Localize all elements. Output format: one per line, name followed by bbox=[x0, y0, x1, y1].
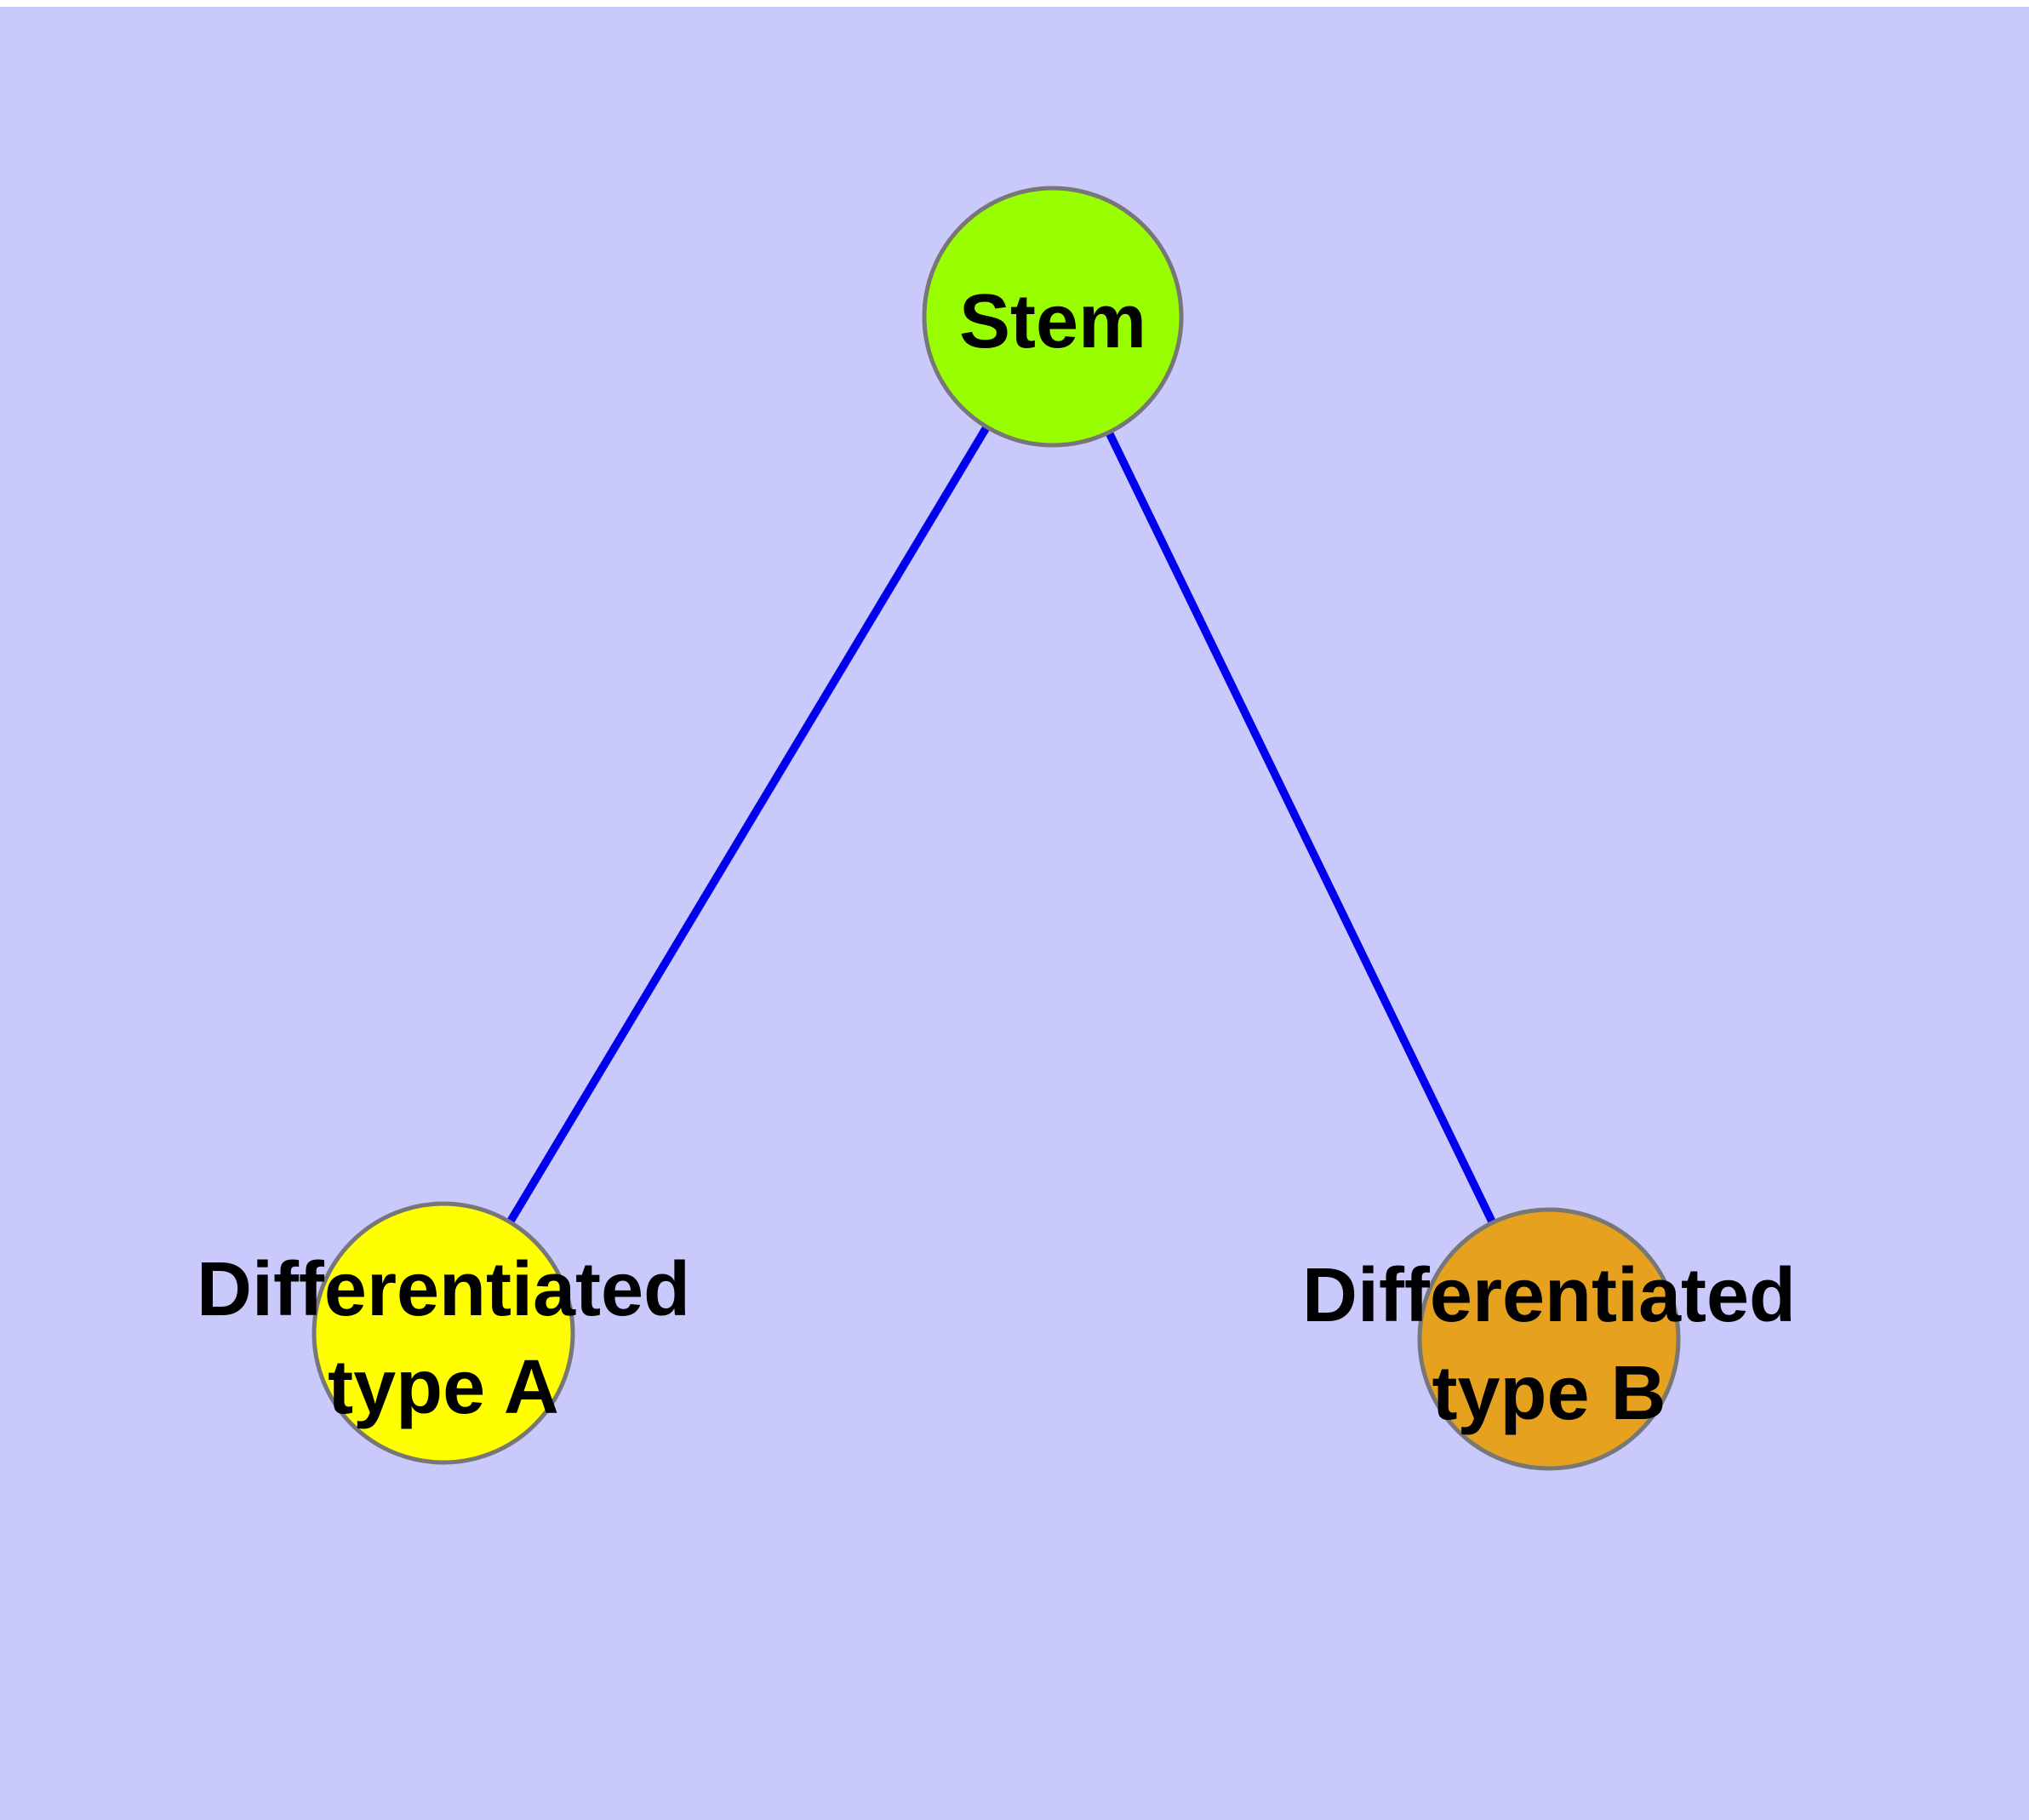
top-margin-strip bbox=[0, 0, 2029, 7]
differentiated-type-a-label-line2: type A bbox=[328, 1345, 559, 1430]
differentiated-type-b-label-line2: type B bbox=[1432, 1351, 1666, 1436]
edge-stem-to-type-b bbox=[1049, 314, 1553, 1342]
stem-node-label: Stem bbox=[959, 279, 1146, 364]
differentiated-type-a-label-line1: Differentiated bbox=[197, 1247, 690, 1332]
edge-stem-to-type-a bbox=[439, 314, 1057, 1336]
differentiated-type-a-node bbox=[311, 1201, 575, 1465]
differentiated-type-b-node bbox=[1417, 1207, 1681, 1471]
differentiated-type-b-label-line1: Differentiated bbox=[1302, 1253, 1796, 1338]
stem-node bbox=[922, 186, 1184, 448]
